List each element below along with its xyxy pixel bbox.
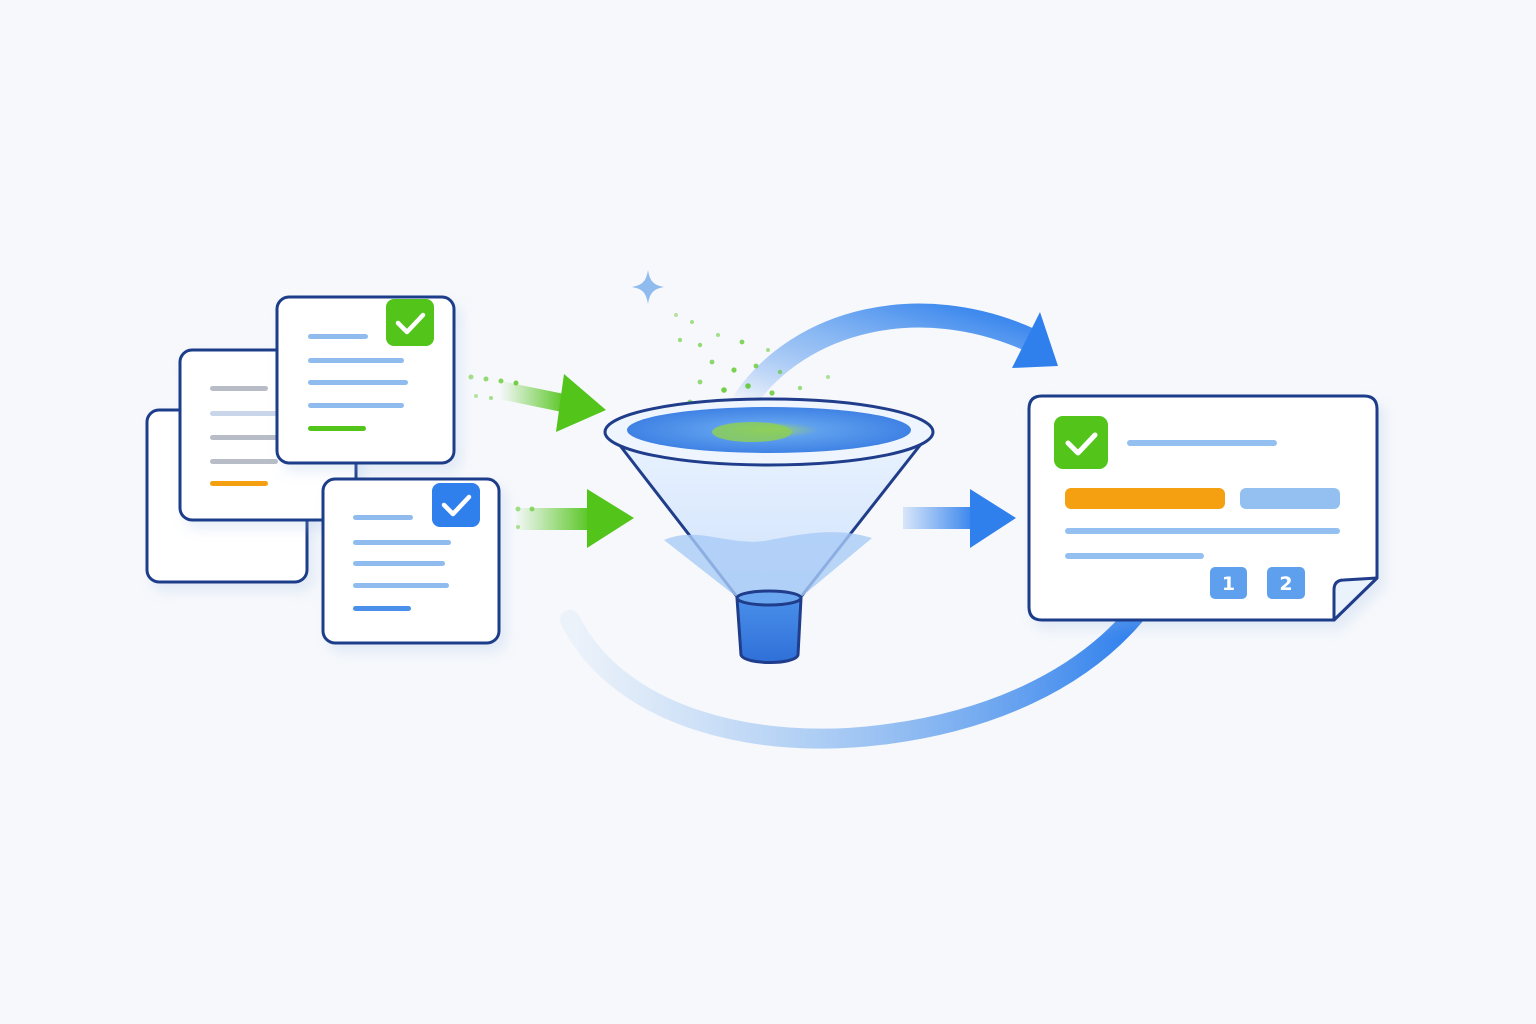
text-line	[210, 411, 278, 416]
priority-bar-orange	[1065, 488, 1225, 509]
secondary-bar-blue	[1240, 488, 1340, 509]
page-badge-1-label: 1	[1222, 573, 1235, 595]
input-arrow-bottom	[515, 489, 634, 548]
text-line	[1065, 528, 1340, 534]
return-arc-bottom	[560, 605, 1145, 749]
document-card-top-verified	[275, 295, 456, 465]
text-line	[308, 358, 404, 363]
return-arc-arrow-icon	[1012, 312, 1058, 368]
text-line	[308, 334, 368, 339]
page-curl-icon	[1332, 576, 1379, 622]
page-badge-1: 1	[1210, 567, 1247, 599]
text-line	[308, 403, 404, 408]
arrow-icon	[587, 489, 634, 548]
text-line	[210, 459, 278, 464]
text-line	[353, 515, 413, 520]
arrow-icon	[556, 374, 606, 432]
output-arrow	[903, 489, 1016, 548]
check-icon	[386, 299, 434, 346]
highlight-line-green	[308, 426, 366, 431]
text-line	[210, 435, 278, 440]
title-line	[1127, 440, 1277, 446]
text-line	[308, 380, 408, 385]
highlight-line-blue	[353, 606, 411, 611]
text-line	[353, 540, 451, 545]
input-document-stack	[145, 295, 501, 645]
sparkle-icon	[632, 270, 664, 304]
input-arrow-top	[468, 374, 606, 432]
output-result-card: 1 2	[1027, 394, 1379, 622]
arrow-icon	[970, 489, 1016, 548]
return-arc-top	[733, 303, 1042, 412]
check-icon	[432, 483, 480, 527]
text-line	[1065, 553, 1204, 559]
check-icon	[1054, 416, 1108, 469]
highlight-line-orange	[210, 481, 268, 486]
filter-funnel	[603, 270, 935, 664]
document-card-lower-verified	[321, 477, 501, 645]
text-line	[210, 386, 268, 391]
text-line	[353, 583, 449, 588]
text-line	[353, 561, 445, 566]
page-badge-2-label: 2	[1279, 573, 1292, 595]
page-badge-2: 2	[1267, 567, 1305, 599]
